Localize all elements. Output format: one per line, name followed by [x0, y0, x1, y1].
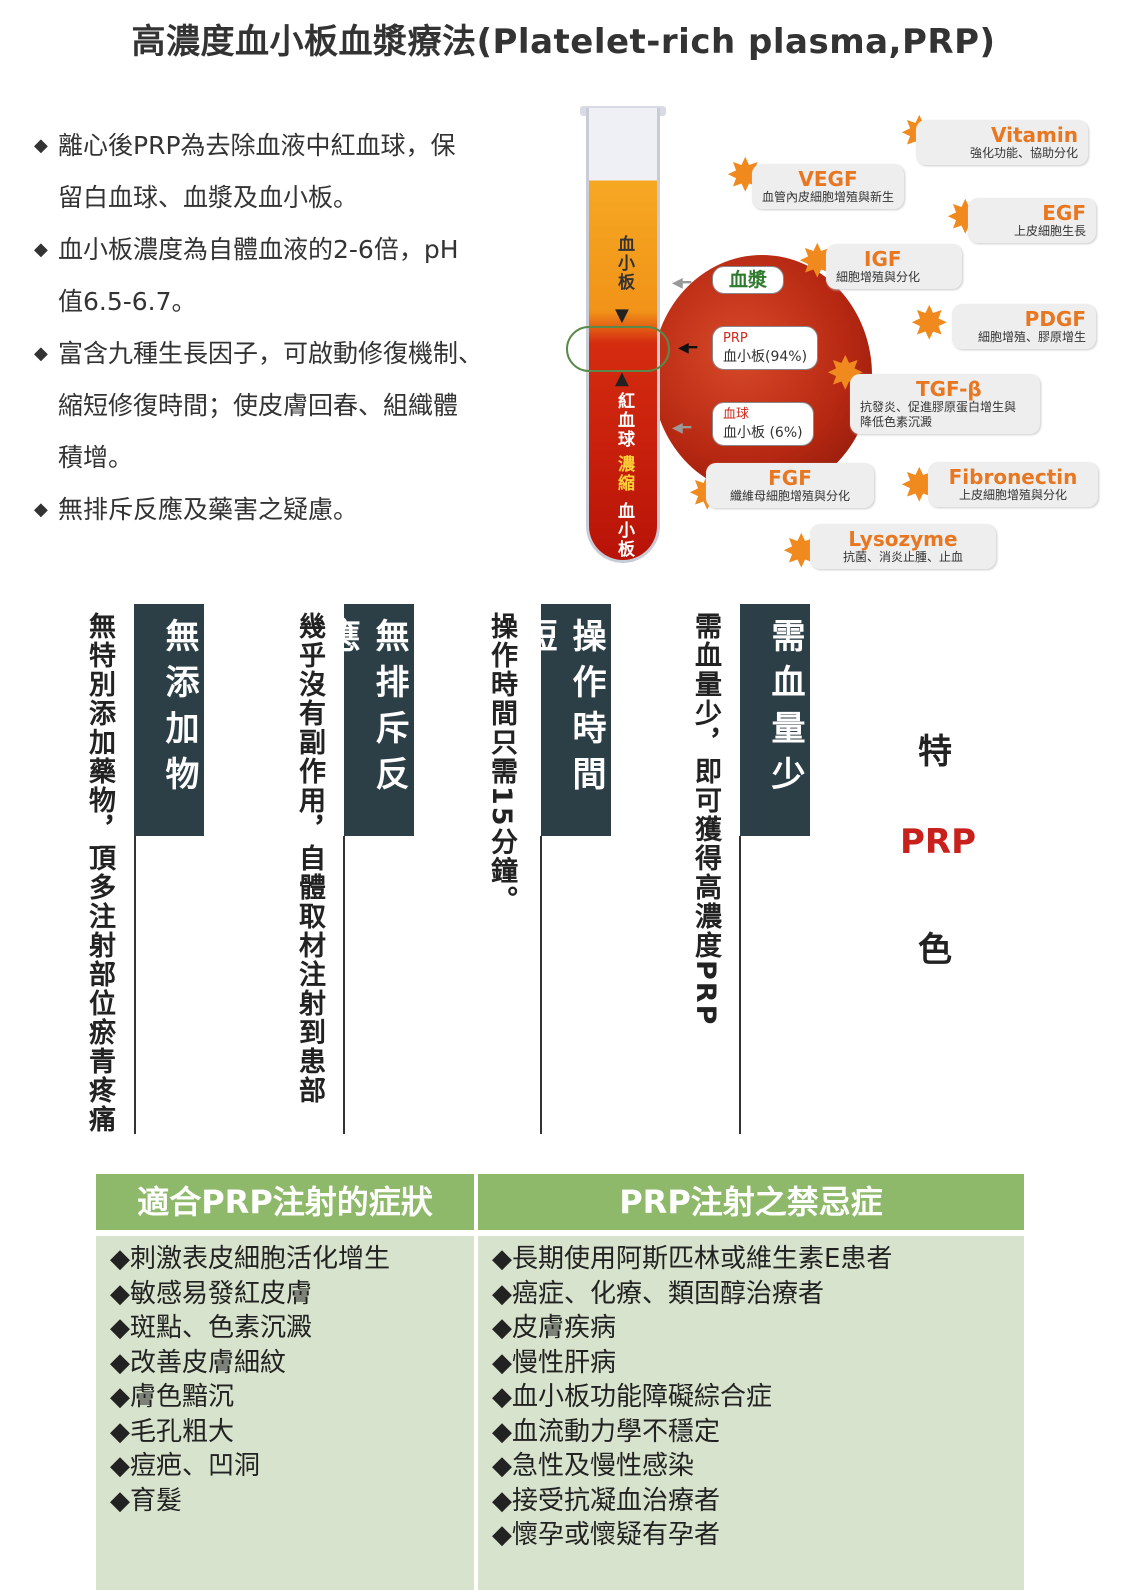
prp-indications-table: 適合PRP注射的症狀 PRP注射之禁忌症 ◆刺激表皮細胞活化增生 ◆敏感易發紅皮…: [96, 1174, 1024, 1590]
diamond-bullet-icon: ◆: [34, 239, 48, 260]
indications-list: ◆刺激表皮細胞活化增生 ◆敏感易發紅皮膚 ◆斑點、色素沉澱 ◆改善皮膚細紋 ◆膚…: [96, 1236, 474, 1590]
platelet-splat-icon: ✸: [910, 296, 949, 350]
growth-factor-vegf: VEGF 血管內皮細胞增殖與新生: [752, 164, 904, 209]
growth-factor-pdgf: PDGF 細胞增殖、膠原增生: [952, 304, 1096, 349]
arrow-left-icon: ◀━: [672, 420, 692, 436]
growth-factor-lysozyme: Lysozyme 抗菌、消炎止腫、止血: [810, 524, 996, 569]
growth-factor-fgf: FGF 纖維母細胞增殖與分化: [706, 463, 874, 508]
growth-factor-egf: EGF 上皮細胞生長: [968, 198, 1096, 243]
list-item: ◆癌症、化療、類固醇治療者: [492, 1278, 824, 1309]
tube-upper-label: 血小板: [614, 235, 634, 292]
contraindications-list: ◆長期使用阿斯匹林或維生素E患者 ◆癌症、化療、類固醇治療者 ◆皮膚疾病 ◆慢性…: [478, 1236, 1024, 1590]
feature-heading: 操作時間短: [517, 604, 611, 836]
page-title: 高濃度血小板血漿療法(Platelet-rich plasma,PRP): [131, 22, 996, 62]
arrow-down-icon: ▼: [615, 305, 629, 326]
list-item: ◆毛孔粗大: [110, 1416, 234, 1447]
growth-factor-vitamin: Vitamin 強化功能、協助分化: [916, 120, 1088, 165]
list-item: ◆痘疤、凹洞: [110, 1451, 260, 1481]
divider-line: [343, 836, 345, 1134]
list-item: ◆育髮: [110, 1485, 182, 1516]
list-item: ◆急性及慢性感染: [492, 1451, 694, 1481]
feature-heading: 無添加物: [134, 604, 204, 836]
bullet-list: ◆ 離心後PRP為去除血液中紅血球，保 留白血球、血漿及血小板。 ◆ 血小板濃度…: [30, 120, 560, 536]
list-item: ◆懷孕或懷疑有孕者: [492, 1520, 720, 1550]
divider-line: [540, 836, 542, 1134]
prp-label: PRP 血小板(94%): [712, 326, 819, 370]
tube-lower-label-1: 紅血球: [614, 392, 634, 449]
list-item: ◆長期使用阿斯匹林或維生素E患者: [492, 1244, 893, 1274]
arrow-left-icon: ◀━: [672, 275, 692, 291]
blood-cell-illustration: [652, 255, 872, 495]
bullet-item: ◆ 血小板濃度為自體血液的2-6倍，pH 值6.5-6.7。: [30, 224, 560, 328]
divider-line: [739, 836, 741, 1134]
list-item: ◆接受抗凝血治療者: [492, 1485, 720, 1516]
growth-factor-igf: IGF 細胞增殖與分化: [826, 244, 962, 289]
list-item: ◆血小板功能障礙綜合症: [492, 1382, 772, 1412]
diamond-bullet-icon: ◆: [34, 499, 48, 520]
growth-factor-tgf-beta: TGF-β 抗發炎、促進膠原蛋白增生與 降低色素沉澱: [850, 374, 1040, 434]
growth-factor-fibronectin: Fibronectin 上皮細胞增殖與分化: [928, 462, 1098, 507]
rbc-label: 血球 血小板 (6%): [712, 402, 814, 446]
bullet-item: ◆ 離心後PRP為去除血液中紅血球，保 留白血球、血漿及血小板。: [30, 120, 560, 224]
arrow-up-icon: ▲: [615, 368, 629, 389]
list-item: ◆改善皮膚細紋: [110, 1347, 286, 1378]
feature-heading: 無排斥反應: [320, 604, 414, 836]
feature-text: 操作時間只需15分鐘。: [486, 612, 517, 915]
side-title-char: 特: [918, 732, 952, 772]
divider-line: [134, 836, 136, 1134]
bullet-item: ◆ 無排斥反應及藥害之疑慮。: [30, 484, 560, 536]
tube-lower-label-2: 濃縮: [614, 455, 634, 493]
list-item: ◆血流動力學不穩定: [492, 1416, 720, 1447]
list-item: ◆膚色黯沉: [110, 1382, 234, 1412]
list-item: ◆斑點、色素沉澱: [110, 1313, 312, 1343]
list-item: ◆敏感易發紅皮膚: [110, 1278, 312, 1309]
tube-highlight-ring: [566, 326, 670, 372]
side-title-char: 色: [918, 930, 952, 970]
bullet-item: ◆ 富含九種生長因子，可啟動修復機制、 縮短修復時間；使皮膚回春、組織體 積增。: [30, 328, 560, 484]
arrow-left-icon: ◀━: [678, 340, 698, 356]
tube-lower-label-3: 血小板: [614, 502, 634, 559]
feature-heading: 需血量少: [740, 604, 810, 836]
feature-text: 幾乎沒有副作用，自體取材注射到患部: [294, 612, 325, 1105]
diamond-bullet-icon: ◆: [34, 135, 48, 156]
list-item: ◆刺激表皮細胞活化增生: [110, 1244, 390, 1274]
list-item: ◆慢性肝病: [492, 1347, 616, 1378]
table-header-contraindications: PRP注射之禁忌症: [478, 1174, 1024, 1230]
side-title-prp: PRP: [900, 822, 977, 862]
plasma-label: 血漿: [712, 266, 785, 294]
feature-text: 無特別添加藥物，頂多注射部位瘀青疼痛: [84, 612, 115, 1134]
table-header-indications: 適合PRP注射的症狀: [96, 1174, 474, 1230]
feature-text: 需血量少，即可獲得高濃度PRP: [690, 612, 721, 1027]
list-item: ◆皮膚疾病: [492, 1313, 616, 1343]
diamond-bullet-icon: ◆: [34, 343, 48, 364]
